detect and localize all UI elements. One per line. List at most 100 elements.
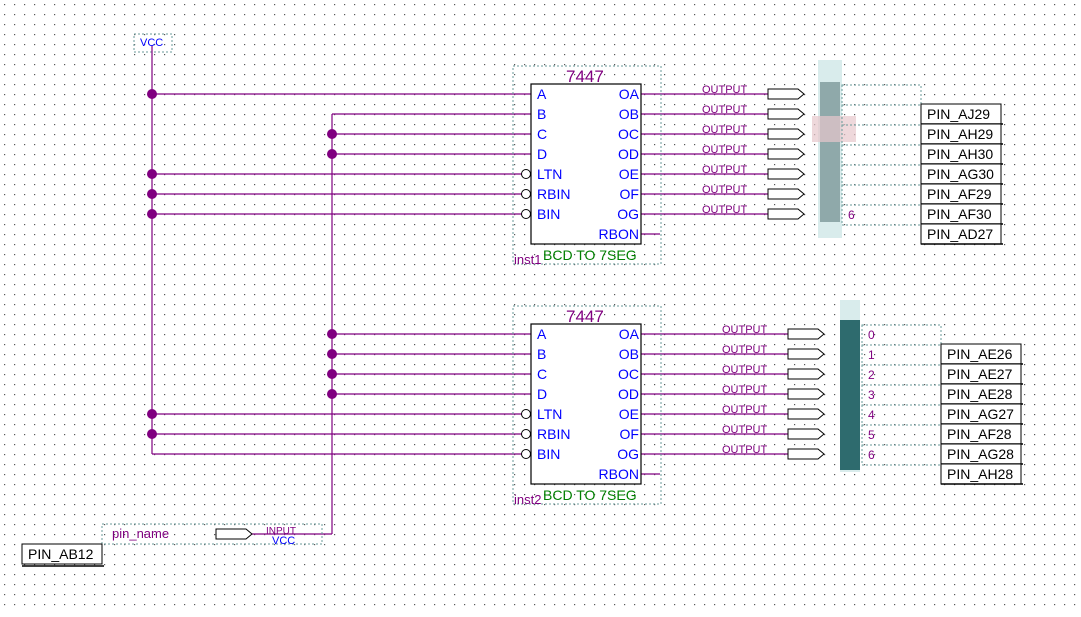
inversion-bubble	[521, 169, 531, 179]
pin-assignment[interactable]: PIN_AJ29	[920, 103, 1003, 125]
output-port-symbol	[767, 148, 805, 160]
input-pin-kind: INPUT	[266, 526, 296, 537]
segment-index: 1	[868, 348, 875, 362]
input-pin-bin: BIN	[537, 446, 560, 462]
input-pin-a: A	[537, 86, 547, 102]
pin-assignment-label: PIN_AJ29	[927, 106, 990, 122]
chip-function: BCD TO 7SEG	[543, 487, 637, 503]
vcc-symbol[interactable]: VCC	[133, 33, 173, 53]
output-port-label: OUTPUT	[702, 104, 748, 116]
pin-assignment[interactable]: PIN_AH29	[920, 123, 1003, 145]
input-pin-d: D	[537, 386, 547, 402]
output-port-symbol	[787, 328, 825, 340]
inversion-bubble	[521, 449, 531, 459]
output-port[interactable]: OUTPUT	[702, 164, 922, 186]
output-port-label: OUTPUT	[722, 384, 768, 396]
pin-assignment[interactable]: PIN_AF29	[920, 183, 1003, 205]
segment-index: 4	[868, 408, 875, 422]
output-port-symbol	[767, 188, 805, 200]
output-pin-oa: OA	[619, 326, 640, 342]
output-port-label: OUTPUT	[702, 144, 748, 156]
pin-assignment-label: PIN_AD27	[927, 226, 993, 242]
output-pin-od: OD	[618, 386, 639, 402]
input-pin-b: B	[537, 106, 546, 122]
pin-assignment[interactable]: PIN_AG27	[940, 403, 1023, 425]
input-pin-location: PIN_AB12	[28, 546, 94, 562]
output-port-symbol	[767, 208, 805, 220]
input-pin-b: B	[537, 346, 546, 362]
pin-assignment-label: PIN_AF29	[927, 186, 992, 202]
pin-assignment-label: PIN_AH29	[927, 126, 993, 142]
output-port-symbol	[787, 448, 825, 460]
segment-index: 3	[868, 388, 875, 402]
chip-frame	[512, 305, 662, 505]
pin-assignment[interactable]: PIN_AF28	[940, 423, 1023, 445]
output-port[interactable]: OUTPUT	[702, 144, 922, 166]
pin-assignment-label: PIN_AF30	[927, 206, 992, 222]
output-port-label: OUTPUT	[702, 124, 748, 136]
pin-assignment-label: PIN_AE26	[947, 346, 1013, 362]
output-port[interactable]: OUTPUT	[702, 84, 922, 106]
wires[interactable]	[151, 46, 788, 535]
pin-assignment[interactable]: PIN_AD27	[920, 223, 1003, 245]
output-pin-rbon: RBON	[599, 466, 639, 482]
output-port[interactable]: OUTPUT	[702, 104, 922, 126]
input-pin[interactable]: pin_name INPUT VCC PIN_AB12	[21, 523, 323, 567]
pin-assignment[interactable]: PIN_AE26	[940, 343, 1023, 365]
output-port[interactable]: OUTPUT 0	[722, 324, 942, 346]
segment-index: 0	[868, 328, 875, 342]
output-port-label: OUTPUT	[722, 404, 768, 416]
output-port-label: OUTPUT	[722, 324, 768, 336]
pin-assignment-label: PIN_AE28	[947, 386, 1013, 402]
output-port-label: OUTPUT	[702, 184, 748, 196]
input-pin-name: pin_name	[112, 526, 169, 541]
pin-assignment[interactable]: PIN_AH30	[920, 143, 1003, 165]
pin-assignment[interactable]: PIN_AF30	[920, 203, 1003, 225]
output-port-symbol	[787, 408, 825, 420]
output-pin-oe: OE	[619, 166, 639, 182]
pin-assignment-label: PIN_AE27	[947, 366, 1013, 382]
output-pin-oe: OE	[619, 406, 639, 422]
output-port-label: OUTPUT	[722, 424, 768, 436]
segment-index: 6	[868, 448, 875, 462]
input-pin-c: C	[537, 366, 547, 382]
pin-assignment-label: PIN_AH28	[947, 466, 1013, 482]
output-port-symbol	[767, 108, 805, 120]
output-port-label: OUTPUT	[722, 444, 768, 456]
output-pin-of: OF	[620, 186, 639, 202]
inversion-bubble	[521, 429, 531, 439]
output-pin-oc: OC	[618, 366, 639, 382]
output-port-symbol	[787, 368, 825, 380]
pin-assignment[interactable]: PIN_AG30	[920, 163, 1003, 185]
output-port-symbol	[767, 88, 805, 100]
input-pin-bin: BIN	[537, 206, 560, 222]
input-pin-c: C	[537, 126, 547, 142]
pin-assignment-label: PIN_AG28	[947, 446, 1014, 462]
output-port-symbol	[787, 348, 825, 360]
pin-assignment[interactable]: PIN_AE27	[940, 363, 1023, 385]
output-pin-oc: OC	[618, 126, 639, 142]
pin-assignment-label: PIN_AF28	[947, 426, 1012, 442]
junction-dots	[147, 89, 337, 439]
pin-assignment[interactable]: PIN_AG28	[940, 443, 1023, 465]
output-pin-oa: OA	[619, 86, 640, 102]
display-1-overlay	[812, 60, 856, 238]
output-port[interactable]: OUTPUT 6	[722, 444, 942, 466]
segment-row-frame	[861, 324, 942, 346]
pin-assignment[interactable]: PIN_AH28	[940, 463, 1023, 485]
chip-function: BCD TO 7SEG	[543, 247, 637, 263]
output-port-label: OUTPUT	[702, 204, 748, 216]
chip-frame	[512, 65, 662, 265]
pin-assignment[interactable]: PIN_AE28	[940, 383, 1023, 405]
output-pin-od: OD	[618, 146, 639, 162]
chip-part-number: 7447	[566, 307, 604, 326]
output-port-label: OUTPUT	[722, 364, 768, 376]
output-port[interactable]: OUTPUT	[702, 184, 922, 206]
output-port-symbol	[767, 128, 805, 140]
output-pin-ob: OB	[619, 106, 639, 122]
